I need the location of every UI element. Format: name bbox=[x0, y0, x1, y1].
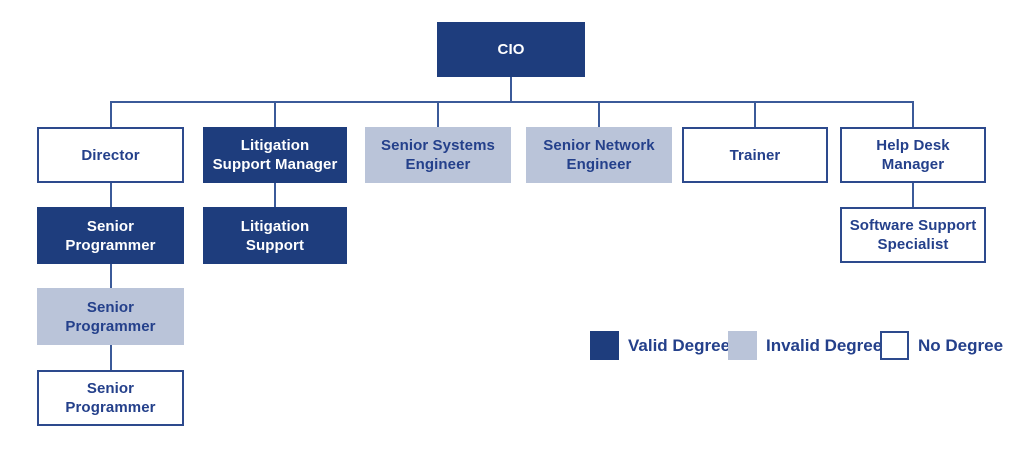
connector-lsm-litigation-support bbox=[274, 183, 276, 207]
legend-label: No Degree bbox=[918, 335, 1004, 355]
invalid-degree-swatch bbox=[728, 331, 757, 360]
org-node-senior-systems-engineer: Senior Systems Engineer bbox=[365, 127, 511, 183]
no-degree-swatch bbox=[880, 331, 909, 360]
org-node-trainer: Trainer bbox=[682, 127, 828, 183]
org-node-label: Trainer bbox=[729, 146, 781, 164]
org-node-label: Senior Network Engineer bbox=[543, 137, 655, 173]
connector-drop-director bbox=[110, 101, 112, 127]
connector-drop-senior-network-engineer bbox=[598, 101, 600, 127]
legend-item-invalid-degree: Invalid Degree bbox=[728, 331, 882, 360]
legend-label: Valid Degree bbox=[628, 335, 731, 355]
connector-cio-drop bbox=[510, 77, 512, 102]
connector-level2-rail bbox=[110, 101, 913, 103]
org-node-label: Litigation Support bbox=[240, 217, 310, 254]
org-node-label: Senior Systems Engineer bbox=[381, 137, 495, 173]
org-node-label: Senior Programmer bbox=[65, 298, 156, 335]
org-node-senior-programmer-1: Senior Programmer bbox=[37, 207, 184, 264]
org-node-label: CIO bbox=[497, 41, 525, 58]
org-node-label: Senior Programmer bbox=[65, 380, 156, 416]
connector-drop-help-desk-manager bbox=[912, 101, 914, 127]
org-node-senior-programmer-2: Senior Programmer bbox=[37, 288, 184, 345]
org-node-litigation-support: Litigation Support bbox=[203, 207, 347, 264]
org-node-senior-programmer-3: Senior Programmer bbox=[37, 370, 184, 426]
legend-label: Invalid Degree bbox=[766, 335, 883, 355]
org-node-litigation-support-manager: Litigation Support Manager bbox=[203, 127, 347, 183]
org-node-help-desk-manager: Help Desk Manager bbox=[840, 127, 986, 183]
valid-degree-swatch bbox=[590, 331, 619, 360]
connector-senior-programmer-1-2 bbox=[110, 264, 112, 288]
connector-drop-trainer bbox=[754, 101, 756, 127]
org-node-label: Software Support Specialist bbox=[849, 217, 977, 253]
legend-item-valid-degree: Valid Degree bbox=[590, 331, 730, 360]
legend-item-no-degree: No Degree bbox=[880, 331, 1003, 360]
org-node-senior-network-engineer: Senior Network Engineer bbox=[526, 127, 672, 183]
connector-drop-senior-systems-engineer bbox=[437, 101, 439, 127]
org-node-label: Litigation Support Manager bbox=[212, 137, 338, 173]
org-node-label: Help Desk Manager bbox=[876, 137, 950, 173]
connector-senior-programmer-2-3 bbox=[110, 345, 112, 370]
org-node-director: Director bbox=[37, 127, 184, 183]
org-node-label: Senior Programmer bbox=[65, 217, 156, 254]
connector-drop-litigation-support-manager bbox=[274, 101, 276, 127]
org-node-software-support-specialist: Software Support Specialist bbox=[840, 207, 986, 263]
org-node-cio: CIO bbox=[437, 22, 585, 77]
connector-director-senior-programmer bbox=[110, 183, 112, 207]
connector-hdm-software-support-specialist bbox=[912, 183, 914, 207]
org-node-label: Director bbox=[81, 146, 140, 164]
